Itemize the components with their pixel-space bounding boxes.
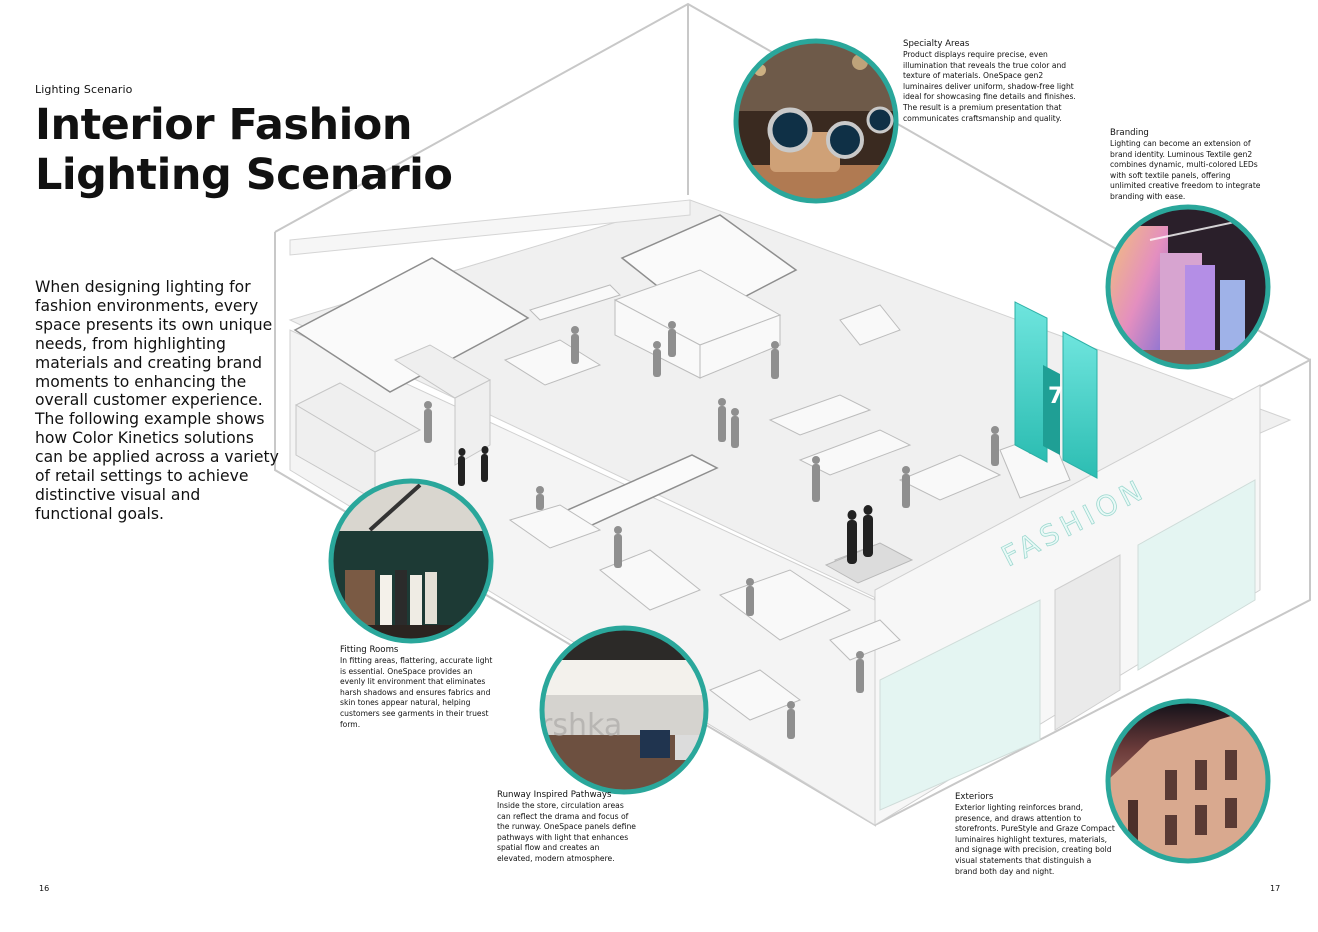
photo-exteriors-facade xyxy=(1105,698,1271,864)
page-number-left: 16 xyxy=(39,884,50,893)
storefront-window-2 xyxy=(1137,479,1256,671)
callout-body: Inside the store, circulation areas can … xyxy=(497,801,636,863)
store-fixtures xyxy=(503,269,1071,721)
floor xyxy=(288,199,1292,601)
mannequins xyxy=(458,446,873,564)
storefront-door xyxy=(1054,554,1121,731)
callout-body: Lighting can become an extension of bran… xyxy=(1110,139,1261,201)
photo-sign-text: rshka xyxy=(540,708,622,743)
callout-title: Specialty Areas xyxy=(903,39,970,49)
page-title-line-2: Lighting Scenario xyxy=(35,150,453,200)
photo-branding-textile xyxy=(1105,204,1271,370)
callout-exteriors: Exteriors Exterior lighting reinforces b… xyxy=(955,792,1115,877)
section-eyebrow: Lighting Scenario xyxy=(35,83,133,96)
mannequin-podium xyxy=(824,542,914,584)
page-title-line-1: Interior Fashion xyxy=(35,100,412,150)
callout-title: Fitting Rooms xyxy=(340,645,399,655)
photo-specialty-watches xyxy=(733,38,899,204)
photo-fitting-rooms xyxy=(328,478,494,644)
intro-paragraph: When designing lighting for fashion envi… xyxy=(35,278,279,523)
fitting-room-blocks xyxy=(294,344,492,501)
luminous-sign-panels xyxy=(1014,301,1098,479)
photo-runway-pathways: rshka xyxy=(539,625,709,795)
storefront-window-1 xyxy=(879,599,1041,811)
page-title: Interior Fashion Lighting Scenario xyxy=(35,100,453,200)
callout-title: Runway Inspired Pathways xyxy=(497,790,612,800)
callout-body: Product displays require precise, even i… xyxy=(903,50,1076,123)
callout-body: Exterior lighting reinforces brand, pres… xyxy=(955,803,1115,876)
callout-specialty-areas: Specialty Areas Product displays require… xyxy=(903,39,1078,124)
callout-body: In fitting areas, flattering, accurate l… xyxy=(340,656,493,729)
back-wall-left xyxy=(289,199,691,256)
callout-title: Branding xyxy=(1110,128,1149,138)
sign-panel-glyph: 7 xyxy=(1048,384,1063,409)
callout-title: Exteriors xyxy=(955,792,994,802)
callout-runway-pathways: Runway Inspired Pathways Inside the stor… xyxy=(497,790,637,865)
people-silhouettes xyxy=(424,321,1036,739)
callout-fitting-rooms: Fitting Rooms In fitting areas, flatteri… xyxy=(340,645,500,730)
page-number-right: 17 xyxy=(1270,884,1281,893)
callout-branding: Branding Lighting can become an extensio… xyxy=(1110,128,1265,203)
